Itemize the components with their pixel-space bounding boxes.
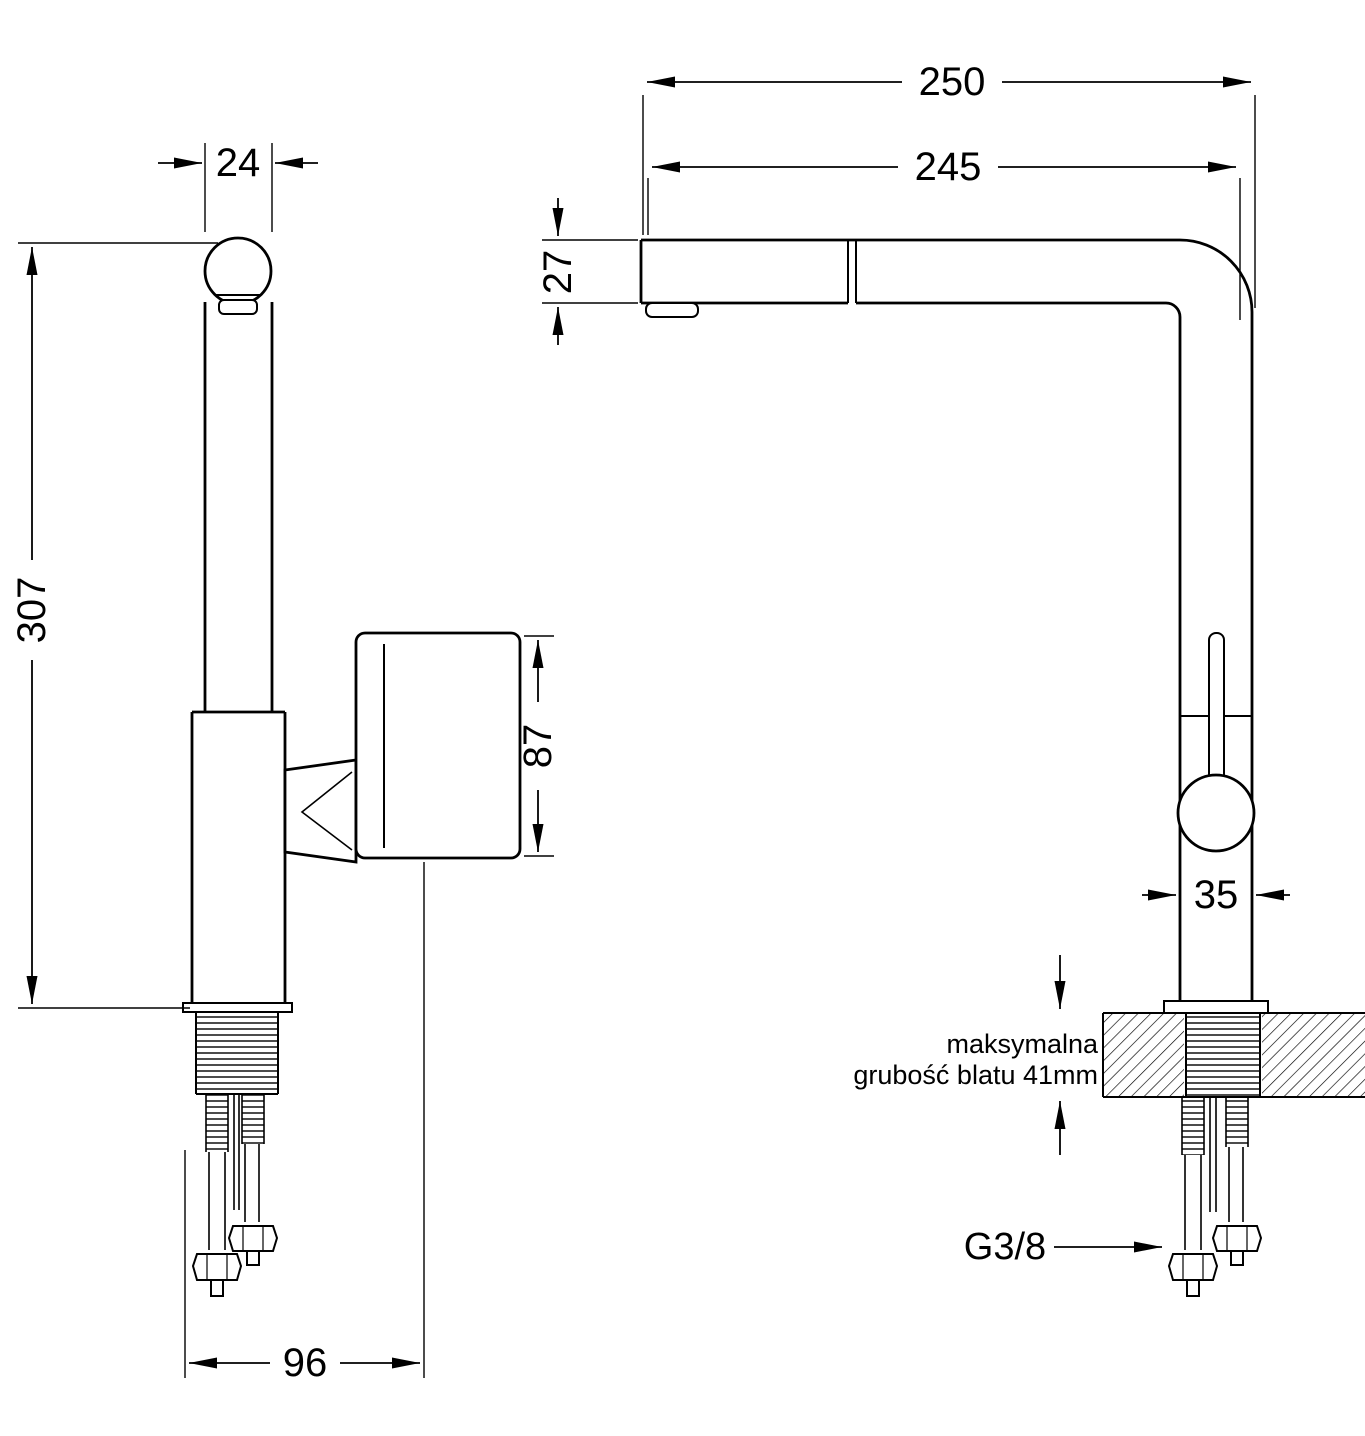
dim-total-height: 307 bbox=[10, 242, 218, 1009]
dim-87-label: 87 bbox=[516, 724, 560, 769]
handle-knob bbox=[1176, 773, 1256, 853]
dim-35-label: 35 bbox=[1194, 873, 1239, 917]
dim-250-label: 250 bbox=[919, 60, 986, 104]
dim-spout-reach: 245 bbox=[647, 145, 1241, 320]
threaded-shank-side bbox=[195, 1012, 279, 1095]
mounting-hardware-front bbox=[1167, 1097, 1263, 1297]
dim-27-label: 27 bbox=[536, 250, 580, 295]
aerator-side bbox=[218, 299, 258, 315]
countertop-thickness-note: maksymalna grubość blatu 41mm bbox=[853, 955, 1099, 1155]
counter-note-line2: grubość blatu 41mm bbox=[853, 1060, 1098, 1090]
counter-note-line1: maksymalna bbox=[946, 1029, 1099, 1059]
countertop-section bbox=[1102, 1012, 1365, 1098]
hex-nut bbox=[1211, 1225, 1263, 1252]
thread-size-label: G3/8 bbox=[964, 1226, 1046, 1268]
handle-stick bbox=[1208, 632, 1225, 786]
dim-24-label: 24 bbox=[216, 141, 261, 185]
handle-connector bbox=[283, 758, 358, 864]
hex-nut bbox=[227, 1225, 279, 1252]
dim-spout-height: 27 bbox=[536, 198, 638, 345]
aerator-front bbox=[645, 302, 699, 318]
dim-spout-width: 24 bbox=[158, 141, 318, 232]
mounting-hardware-side bbox=[191, 1094, 279, 1297]
base-flange bbox=[1163, 1000, 1269, 1014]
dim-307-label: 307 bbox=[10, 577, 54, 644]
hex-nut bbox=[1167, 1253, 1219, 1281]
dim-96-label: 96 bbox=[283, 1341, 328, 1385]
handle-lever-side bbox=[354, 631, 522, 860]
dim-handle-height: 87 bbox=[516, 635, 560, 857]
hex-nut bbox=[191, 1253, 243, 1281]
thread-callout: G3/8 bbox=[964, 1226, 1162, 1268]
front-view: 250 245 27 35 maksymalna bbox=[536, 60, 1365, 1297]
dim-base-depth: 96 bbox=[184, 862, 425, 1385]
dim-body-width: 35 bbox=[1142, 873, 1290, 917]
dim-total-reach: 250 bbox=[642, 60, 1256, 308]
dim-245-label: 245 bbox=[915, 145, 982, 189]
side-view: 24 307 87 96 bbox=[10, 141, 560, 1385]
